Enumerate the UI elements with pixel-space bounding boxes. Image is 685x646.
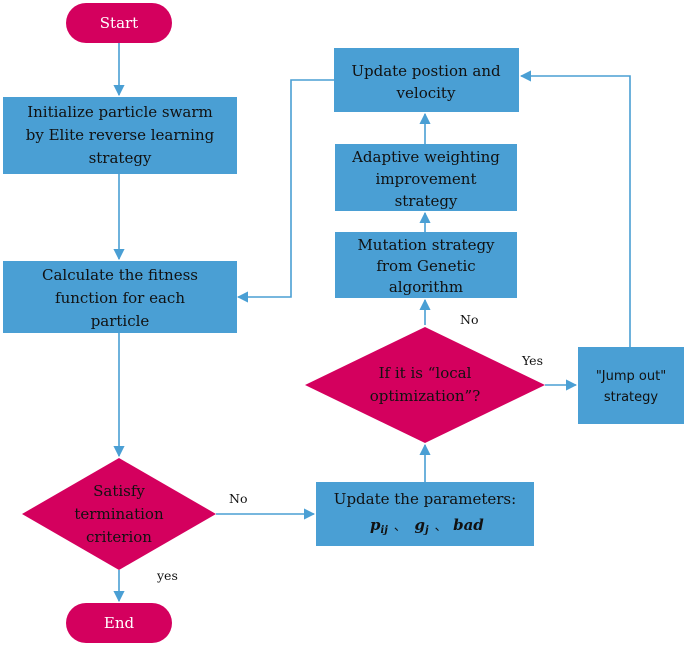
update-params-formula: pij 、 gj 、 bad: [370, 516, 484, 536]
fitness-node: Calculate the fitness function for each …: [3, 261, 237, 333]
adaptive-label-line1: Adaptive weighting: [351, 148, 500, 166]
param-bad: bad: [453, 516, 484, 534]
termination-node: Satisfy termination criterion: [22, 458, 216, 570]
jump-out-label-line2: strategy: [604, 390, 659, 405]
termination-label-line2: termination: [74, 505, 164, 523]
start-node: Start: [66, 3, 172, 43]
end-node: End: [66, 603, 172, 643]
fitness-label-line1: Calculate the fitness: [42, 266, 198, 284]
init-node: Initialize particle swarm by Elite rever…: [3, 97, 237, 174]
local-opt-label-line1: If it is “local: [379, 364, 472, 382]
update-params-node: Update the parameters: pij 、 gj 、 bad: [316, 482, 534, 546]
local-opt-label-line2: optimization”?: [370, 387, 481, 405]
termination-label-line3: criterion: [86, 528, 152, 546]
update-params-label: Update the parameters:: [334, 490, 516, 508]
mutation-label-line3: algorithm: [389, 278, 463, 296]
adaptive-node: Adaptive weighting improvement strategy: [335, 144, 517, 211]
init-label-line1: Initialize particle swarm: [27, 103, 213, 121]
connectors: [113, 43, 631, 603]
edge-label-no-termination: No: [229, 491, 247, 506]
update-pos-node: Update postion and velocity: [334, 48, 519, 112]
update-pos-label-line2: velocity: [396, 84, 456, 102]
edge-label-yes-local: Yes: [521, 353, 543, 368]
adaptive-label-line3: strategy: [395, 192, 458, 210]
init-label-line3: strategy: [89, 149, 152, 167]
fitness-label-line2: function for each: [55, 289, 185, 307]
param-p-subscript: ij: [381, 525, 389, 536]
jump-out-label-line1: "Jump out": [596, 369, 666, 384]
mutation-label-line2: from Genetic: [376, 257, 475, 275]
edge-update-pos-to-fitness: [236, 79, 334, 303]
fitness-label-line3: particle: [91, 312, 150, 330]
param-g-subscript: j: [423, 525, 429, 536]
jump-out-node: "Jump out" strategy: [578, 347, 684, 424]
mutation-node: Mutation strategy from Genetic algorithm: [335, 232, 517, 298]
init-label-line2: by Elite reverse learning: [26, 126, 215, 144]
param-separator-1: 、: [394, 518, 407, 533]
param-g: g: [414, 516, 425, 534]
edge-label-yes-termination: yes: [156, 568, 178, 583]
mutation-label-line1: Mutation strategy: [357, 236, 495, 254]
edge-label-no-local: No: [460, 312, 478, 327]
termination-label-line1: Satisfy: [93, 482, 145, 500]
edge-jump-out-to-update-pos: [519, 70, 631, 347]
start-label: Start: [100, 14, 138, 32]
update-pos-label-line1: Update postion and: [351, 62, 501, 80]
param-separator-2: 、: [435, 518, 448, 533]
param-p: p: [370, 516, 381, 534]
adaptive-label-line2: improvement: [376, 170, 477, 188]
end-label: End: [104, 614, 135, 632]
local-opt-node: If it is “local optimization”?: [305, 327, 545, 443]
